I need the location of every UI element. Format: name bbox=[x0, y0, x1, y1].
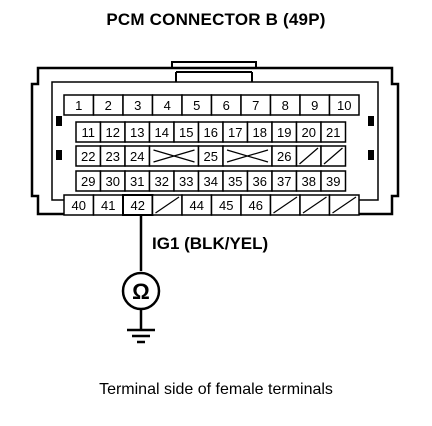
left-top-notch bbox=[56, 116, 62, 126]
terminal-number: 40 bbox=[72, 198, 86, 213]
left-key-notch bbox=[56, 150, 62, 160]
terminal-number: 29 bbox=[81, 174, 95, 189]
terminal-number: 6 bbox=[223, 98, 230, 113]
terminal-number: 19 bbox=[277, 125, 291, 140]
terminal-number: 33 bbox=[179, 174, 193, 189]
unused-terminal-slash bbox=[155, 196, 180, 214]
unused-terminal-slash bbox=[302, 196, 327, 214]
terminal-number: 12 bbox=[106, 125, 120, 140]
terminal-number: 7 bbox=[252, 98, 259, 113]
terminal-number: 22 bbox=[81, 149, 95, 164]
terminal-cell bbox=[328, 94, 360, 116]
terminal-number: 15 bbox=[179, 125, 193, 140]
terminal-number: 3 bbox=[134, 98, 141, 113]
terminal-cell bbox=[320, 170, 347, 192]
unused-terminal-slash bbox=[332, 196, 357, 214]
terminal-number: 42 bbox=[131, 198, 145, 213]
terminal-number: 5 bbox=[193, 98, 200, 113]
locking-tab bbox=[171, 61, 257, 82]
terminal-number: 10 bbox=[337, 98, 351, 113]
terminal-cell bbox=[320, 121, 347, 143]
terminal-number: 11 bbox=[82, 125, 96, 140]
unused-terminal-cross bbox=[153, 149, 195, 163]
terminal-number: 45 bbox=[219, 198, 233, 213]
terminal-number: 38 bbox=[302, 174, 316, 189]
unused-terminal-slash bbox=[273, 196, 298, 214]
terminal-number: 24 bbox=[130, 149, 144, 164]
unused-terminal-cross bbox=[226, 149, 269, 163]
terminal-number: 31 bbox=[130, 174, 144, 189]
terminal-number: 14 bbox=[155, 125, 169, 140]
terminal-number: 23 bbox=[106, 149, 120, 164]
terminal-number: 18 bbox=[253, 125, 267, 140]
terminal-number: 26 bbox=[277, 149, 291, 164]
terminal-number: 2 bbox=[105, 98, 112, 113]
terminal-number: 30 bbox=[106, 174, 120, 189]
unused-terminal-slash bbox=[299, 147, 319, 165]
terminal-number: 34 bbox=[204, 174, 218, 189]
right-top-notch bbox=[368, 116, 374, 126]
terminal-number: 8 bbox=[282, 98, 289, 113]
terminal-number: 44 bbox=[190, 198, 204, 213]
wire-label: IG1 (BLK/YEL) bbox=[152, 234, 269, 253]
terminal-number: 37 bbox=[277, 174, 291, 189]
terminal-number: 36 bbox=[253, 174, 267, 189]
terminal-number: 21 bbox=[326, 125, 340, 140]
terminal-number: 20 bbox=[302, 125, 316, 140]
terminal-number: 39 bbox=[326, 174, 340, 189]
terminal-number: 35 bbox=[228, 174, 242, 189]
terminal-number: 4 bbox=[164, 98, 171, 113]
connector-inner-wall bbox=[51, 81, 379, 201]
terminal-number: 46 bbox=[249, 198, 263, 213]
unused-terminal-slash bbox=[323, 147, 343, 165]
terminal-number: 32 bbox=[155, 174, 169, 189]
terminal-number: 16 bbox=[204, 125, 218, 140]
ohm-icon: Ω bbox=[132, 279, 150, 304]
right-key-notch bbox=[368, 150, 374, 160]
terminal-number: 1 bbox=[75, 98, 82, 113]
ground-icon bbox=[127, 328, 155, 344]
terminal-number: 41 bbox=[101, 198, 115, 213]
terminal-number: 9 bbox=[311, 98, 318, 113]
diagram-caption: Terminal side of female terminals bbox=[99, 381, 333, 398]
terminal-number: 17 bbox=[228, 125, 242, 140]
terminal-number: 13 bbox=[130, 125, 144, 140]
terminal-number: 25 bbox=[204, 149, 218, 164]
diagram-title: PCM CONNECTOR B (49P) bbox=[106, 10, 326, 29]
